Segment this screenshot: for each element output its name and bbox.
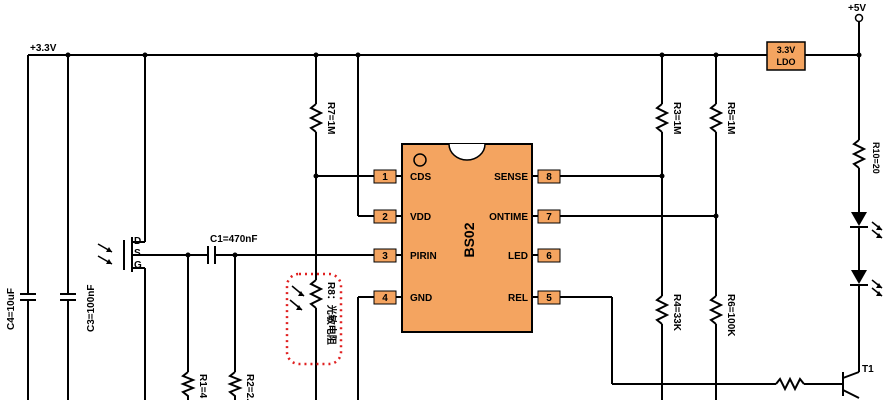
svg-text:ONTIME: ONTIME [489,212,528,223]
chip-pin-7: 7 ONTIME [489,209,561,224]
svg-text:5: 5 [546,293,552,304]
pir-s-label: S [134,248,141,259]
ldo-line1: 3.3V [777,45,796,55]
sense-wire [560,173,665,179]
svg-text:CDS: CDS [410,172,431,183]
capacitor-c3: C3=100nF [60,52,97,400]
pir-light-arrows-icon [97,243,113,265]
svg-text:LED: LED [508,251,528,262]
capacitor-c4: C4=10uF [6,55,36,400]
resistor-r4: R4=33K [654,294,682,400]
c4-label: C4=10uF [6,288,17,330]
c1-label: C1=470nF [210,234,258,245]
rail-5v: +5V [848,3,866,140]
resistor-r5: R5=1M [708,52,736,296]
capacitor-c1: C1=470nF [185,234,374,264]
pir-g-label: G [134,260,142,271]
svg-text:7: 7 [546,212,552,223]
chip-pin-5: 5 REL [508,290,561,305]
r8-light-arrows-icon [289,285,305,311]
led-2-light-icon [871,279,883,297]
pir-sensor: D S G [97,52,188,400]
r4-label: R4=33K [671,294,682,332]
resistor-r6: R6=100K [708,294,736,400]
chip-name: BS02 [461,222,477,257]
gnd-wire [357,296,374,400]
r7-label: R7=1M [325,102,336,135]
svg-text:VDD: VDD [410,212,431,223]
svg-text:GND: GND [410,293,432,304]
svg-text:6: 6 [546,251,552,262]
svg-text:1: 1 [382,172,388,183]
rail-3v3: +3.3V [28,43,859,56]
ldo-block: 3.3V LDO [766,41,806,71]
r10-label: R10=20 [871,142,881,174]
chip-pin-3: 3 PIRIN [373,248,437,263]
led-2 [850,270,883,372]
ldo-line2: LDO [777,57,796,67]
svg-text:8: 8 [546,172,552,183]
svg-text:2: 2 [382,212,388,223]
pir-d-label: D [134,236,141,247]
chip-pin-2: 2 VDD [373,209,431,224]
rail-5v-label: +5V [848,3,866,14]
r8-label: R8：光敏电阻 [325,282,338,345]
resistor-r1: R1=4 [180,255,208,400]
ontime-wire [560,213,719,219]
resistor-r10: R10=20 [851,139,881,212]
chip-pin-8: 8 SENSE [494,169,561,184]
resistor-r2: R2=2. [227,255,255,400]
svg-text:PIRIN: PIRIN [410,251,437,262]
rel-wire [560,296,842,392]
resistor-r8-photoresistor: R8：光敏电阻 [285,272,343,400]
chip-pin-4: 4 GND [373,290,432,305]
t1-label: T1 [862,364,874,375]
transistor-t1: T1 [842,364,874,399]
r5-label: R5=1M [725,102,736,135]
led-1 [850,212,883,270]
r1-label: R1=4 [197,374,208,399]
svg-text:3: 3 [382,251,388,262]
c3-label: C3=100nF [86,284,97,332]
resistor-r3: R3=1M [654,52,682,296]
r2-label: R2=2. [244,374,255,400]
resistor-r7: R7=1M [308,52,336,280]
svg-text:4: 4 [382,293,388,304]
chip-pin-1: 1 CDS [373,169,431,184]
bs02-chip: BS02 [401,143,533,333]
vdd-wire [355,52,374,217]
r3-label: R3=1M [671,102,682,135]
svg-text:REL: REL [508,293,528,304]
chip-pin-6: 6 LED [508,248,561,263]
svg-text:SENSE: SENSE [494,172,528,183]
r6-label: R6=100K [725,294,736,337]
led-1-light-icon [871,221,883,239]
rail-3v3-label: +3.3V [30,43,57,54]
